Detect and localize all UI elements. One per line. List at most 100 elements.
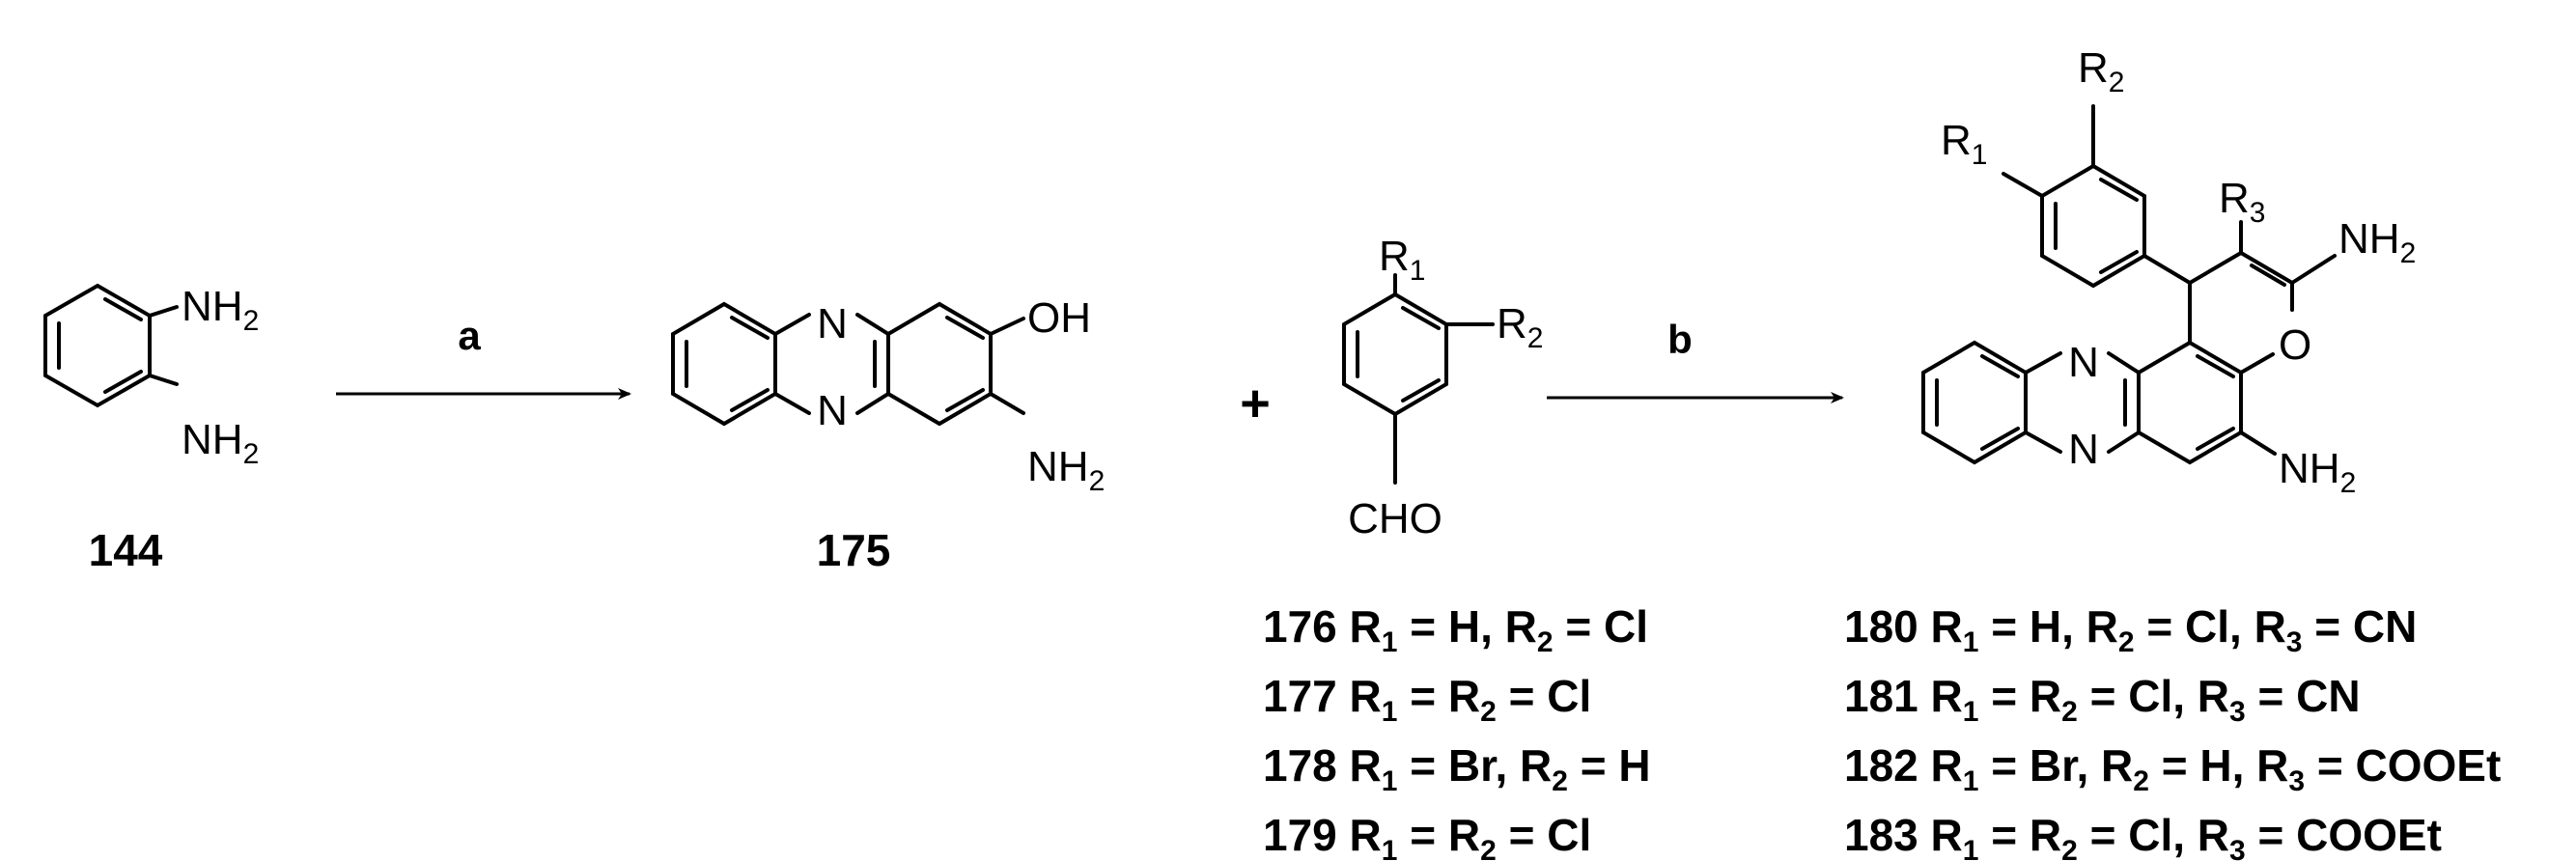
- list-token: = H: [1568, 740, 1651, 791]
- list-token: R: [1931, 810, 1963, 860]
- list-token: = R: [1397, 671, 1480, 721]
- atom-product-o: O: [2279, 321, 2311, 369]
- ring-product-middle: [2024, 351, 2141, 454]
- list-token: R: [1931, 601, 1963, 652]
- list-token: 1: [1963, 626, 1979, 658]
- list-token: 1: [1382, 626, 1398, 658]
- list-token: 1: [1382, 696, 1398, 728]
- list-token: = Cl, R: [2078, 671, 2229, 721]
- list-aldehydes-line-176: 176 R1 = H, R2 = Cl: [1263, 601, 1648, 658]
- ring-product-left-inner: [1935, 354, 2020, 451]
- label-175-nh2: NH2: [1027, 443, 1105, 497]
- list-token: = H, R: [1397, 601, 1536, 652]
- structure-aldehyde: R1 R2 CHO: [1342, 233, 1543, 542]
- list-token: 2: [2133, 765, 2149, 797]
- list-token: = Cl, R: [2135, 601, 2286, 652]
- bond-175-oh: [989, 317, 1025, 336]
- list-token: 176: [1263, 601, 1350, 652]
- ring-product-right-inner: [2123, 354, 2235, 451]
- label-product-r2: R2: [2078, 44, 2124, 98]
- label-aldehyde-r2: R2: [1497, 300, 1543, 354]
- list-token: 1: [1382, 765, 1398, 797]
- list-products-line-180: 180 R1 = H, R2 = Cl, R3 = CN: [1844, 601, 2417, 658]
- bond-product-aryl: [2142, 254, 2192, 285]
- ring-product-right: [2137, 340, 2243, 465]
- list-token: 2: [1552, 765, 1568, 797]
- list-token: R: [1350, 601, 1382, 652]
- bond-product-nh2-bottom: [2239, 430, 2277, 456]
- ring-product-aryl-inner: [2054, 178, 2139, 274]
- ring-144-inner-bonds: [57, 297, 143, 394]
- ring-aldehyde-inner: [1356, 306, 1441, 403]
- list-token: 177: [1263, 671, 1350, 721]
- atom-175-n-top: N: [817, 300, 848, 347]
- label-aldehyde-r1: R1: [1379, 233, 1425, 287]
- list-token: 2: [1537, 626, 1554, 658]
- compound-label-175: 175: [817, 525, 891, 575]
- list-token: 3: [2229, 696, 2246, 728]
- condition-b: b: [1667, 317, 1693, 362]
- label-product-nh2-top: NH2: [2338, 215, 2416, 269]
- list-token: R: [1931, 671, 1963, 721]
- list-products-line-181: 181 R1 = R2 = Cl, R3 = CN: [1844, 671, 2361, 728]
- list-token: = H, R: [1978, 601, 2117, 652]
- list-token: R: [1350, 740, 1382, 791]
- structure-175: N N OH NH2 175: [671, 294, 1105, 575]
- label-aldehyde-cho: CHO: [1348, 495, 1442, 542]
- list-token: 183: [1844, 810, 1931, 860]
- bond-product-nh2-top: [2290, 254, 2337, 285]
- list-token: 178: [1263, 740, 1350, 791]
- atom-product-n-bottom: N: [2068, 426, 2099, 473]
- list-token: = COOEt: [2246, 810, 2442, 860]
- structure-144: NH2 NH2 144: [43, 283, 259, 575]
- list-token: 3: [2286, 626, 2303, 658]
- list-products-line-183: 183 R1 = R2 = Cl, R3 = COOEt: [1844, 810, 2442, 861]
- ring-175-right-inner: [873, 316, 985, 412]
- list-token: = R: [1397, 810, 1480, 860]
- list-token: 2: [2061, 696, 2078, 728]
- list-token: = Cl: [1497, 810, 1591, 860]
- list-aldehydes-line-177: 177 R1 = R2 = Cl: [1263, 671, 1591, 728]
- atom-product-n-top: N: [2068, 339, 2099, 386]
- list-token: 182: [1844, 740, 1931, 791]
- list-token: 2: [1480, 696, 1497, 728]
- ring-product-pyran-double: [2250, 264, 2286, 287]
- list-token: = CN: [2246, 671, 2361, 721]
- ring-175-right: [886, 301, 993, 427]
- ring-144: [43, 283, 152, 408]
- label-product-nh2-bottom: NH2: [2279, 445, 2356, 499]
- list-token: = R: [1978, 810, 2061, 860]
- label-product-r3: R3: [2219, 175, 2265, 229]
- list-token: 2: [2061, 835, 2078, 861]
- list-token: R: [1931, 740, 1963, 791]
- list-token: = Cl: [1554, 601, 1648, 652]
- bond-144-nh2: [148, 305, 179, 386]
- list-token: = CN: [2302, 601, 2417, 652]
- compound-label-144: 144: [89, 525, 163, 575]
- label-144-nh2-bottom: NH2: [182, 416, 259, 470]
- list-token: 2: [1480, 835, 1497, 861]
- plus-sign: +: [1240, 375, 1271, 432]
- arrow-b: b: [1547, 317, 1844, 403]
- list-token: 181: [1844, 671, 1931, 721]
- list-token: 180: [1844, 601, 1931, 652]
- label-144-nh2-top: NH2: [182, 283, 259, 337]
- list-token: R: [1350, 671, 1382, 721]
- label-175-oh: OH: [1027, 294, 1091, 342]
- list-token: = R: [1978, 671, 2061, 721]
- list-token: = Br, R: [1978, 740, 2133, 791]
- list-token: = H, R: [2149, 740, 2288, 791]
- list-aldehydes-line-178: 178 R1 = Br, R2 = H: [1263, 740, 1651, 797]
- list-token: = Cl, R: [2078, 810, 2229, 860]
- list-token: 3: [2229, 835, 2246, 861]
- ring-175-left-inner: [685, 316, 770, 412]
- ring-175-middle: [773, 313, 890, 415]
- list-aldehydes-line-179: 179 R1 = R2 = Cl: [1263, 810, 1591, 861]
- bond-175-nh2: [989, 392, 1025, 415]
- list-token: 1: [1963, 765, 1979, 797]
- label-product-r1: R1: [1941, 117, 1987, 171]
- list-token: 1: [1382, 835, 1398, 861]
